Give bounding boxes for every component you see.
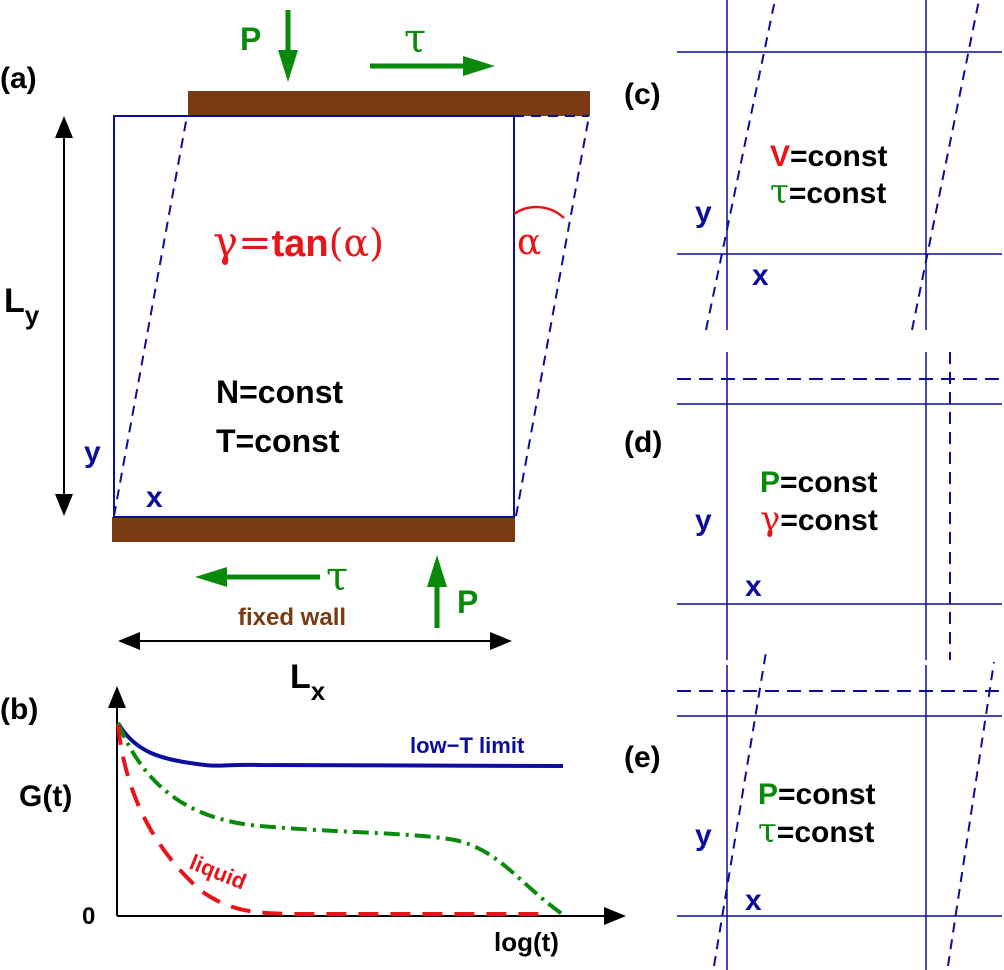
panel-a-x-label: x: [146, 481, 163, 514]
panel-d-line1: P=const: [760, 466, 878, 499]
panel-b: (b) G(t) 0 log(t) low−T limit liquid: [0, 686, 626, 957]
Ly-arrow-top: [55, 116, 73, 138]
panel-c-sheared-right: [911, 0, 980, 331]
panel-c: (c) V=const τ=const y x: [624, 0, 1002, 331]
panel-c-y-label: y: [695, 196, 712, 229]
panel-b-y-label: G(t): [19, 780, 72, 813]
top-stress-arrow-head: [463, 56, 495, 76]
top-pressure-label: P: [240, 21, 261, 57]
bottom-pressure-arrow-head: [427, 555, 447, 587]
panel-e-y-label: y: [695, 819, 712, 852]
panel-e-line2: τ=const: [758, 811, 874, 851]
liquid-label: liquid: [186, 849, 250, 894]
panel-e-sheared-right: [947, 661, 995, 967]
panel-e: (e) P=const τ=const y x: [624, 651, 1002, 970]
panel-b-x-axis-arrow: [604, 907, 626, 925]
panel-d-label: (d): [624, 426, 662, 459]
panel-b-x-label: log(t): [494, 927, 559, 957]
bottom-pressure-label: P: [457, 584, 478, 620]
strain-formula: γ=tan(α): [213, 217, 384, 266]
panel-e-x-label: x: [745, 884, 762, 917]
panel-c-line1: V=const: [770, 140, 888, 173]
Ly-arrow-bottom: [55, 494, 73, 516]
panel-e-line1: P=const: [758, 778, 876, 811]
Ly-label: Ly: [4, 282, 40, 330]
panel-d: (d) P=const γ=const y x: [624, 352, 1002, 660]
intermediate-curve: [116, 722, 567, 918]
top-wall: [188, 91, 590, 116]
panel-b-label: (b): [0, 693, 38, 726]
simulation-box: [113, 115, 515, 518]
panel-a: (a) α P τ γ=tan(α) Ly y x: [0, 10, 590, 706]
Lx-label: Lx: [290, 658, 326, 706]
T-const-text: T=const: [216, 423, 340, 459]
low-T-curve: [116, 721, 564, 768]
Lx-arrow-left: [118, 632, 140, 650]
fixed-wall-label: fixed wall: [238, 604, 346, 631]
sheared-right-edge: [515, 115, 590, 517]
alpha-label: α: [517, 222, 541, 263]
low-T-label: low−T limit: [410, 733, 525, 758]
panel-c-x-label: x: [752, 259, 769, 292]
bottom-stress-label: τ: [326, 554, 348, 600]
panel-d-x-label: x: [745, 570, 762, 603]
panel-e-label: (e): [624, 741, 661, 774]
panel-b-zero-label: 0: [82, 903, 95, 930]
panel-d-y-label: y: [695, 504, 712, 537]
panel-e-sheared-left: [713, 651, 767, 967]
top-pressure-arrow-head: [278, 50, 298, 82]
panel-a-y-label: y: [84, 436, 101, 469]
N-const-text: N=const: [216, 374, 343, 410]
panel-d-line2: γ=const: [760, 499, 878, 539]
panel-c-line2: τ=const: [770, 172, 886, 212]
alpha-arc: [513, 205, 565, 219]
panel-c-label: (c): [624, 78, 661, 111]
panel-b-y-axis-arrow: [108, 686, 126, 708]
panel-a-label: (a): [0, 62, 37, 95]
top-stress-label: τ: [404, 16, 426, 62]
Lx-arrow-right: [490, 632, 512, 650]
sheared-left-edge: [113, 115, 188, 517]
bottom-stress-arrow-head: [195, 567, 227, 587]
panel-c-sheared-left: [705, 0, 776, 331]
bottom-wall: [112, 517, 515, 542]
